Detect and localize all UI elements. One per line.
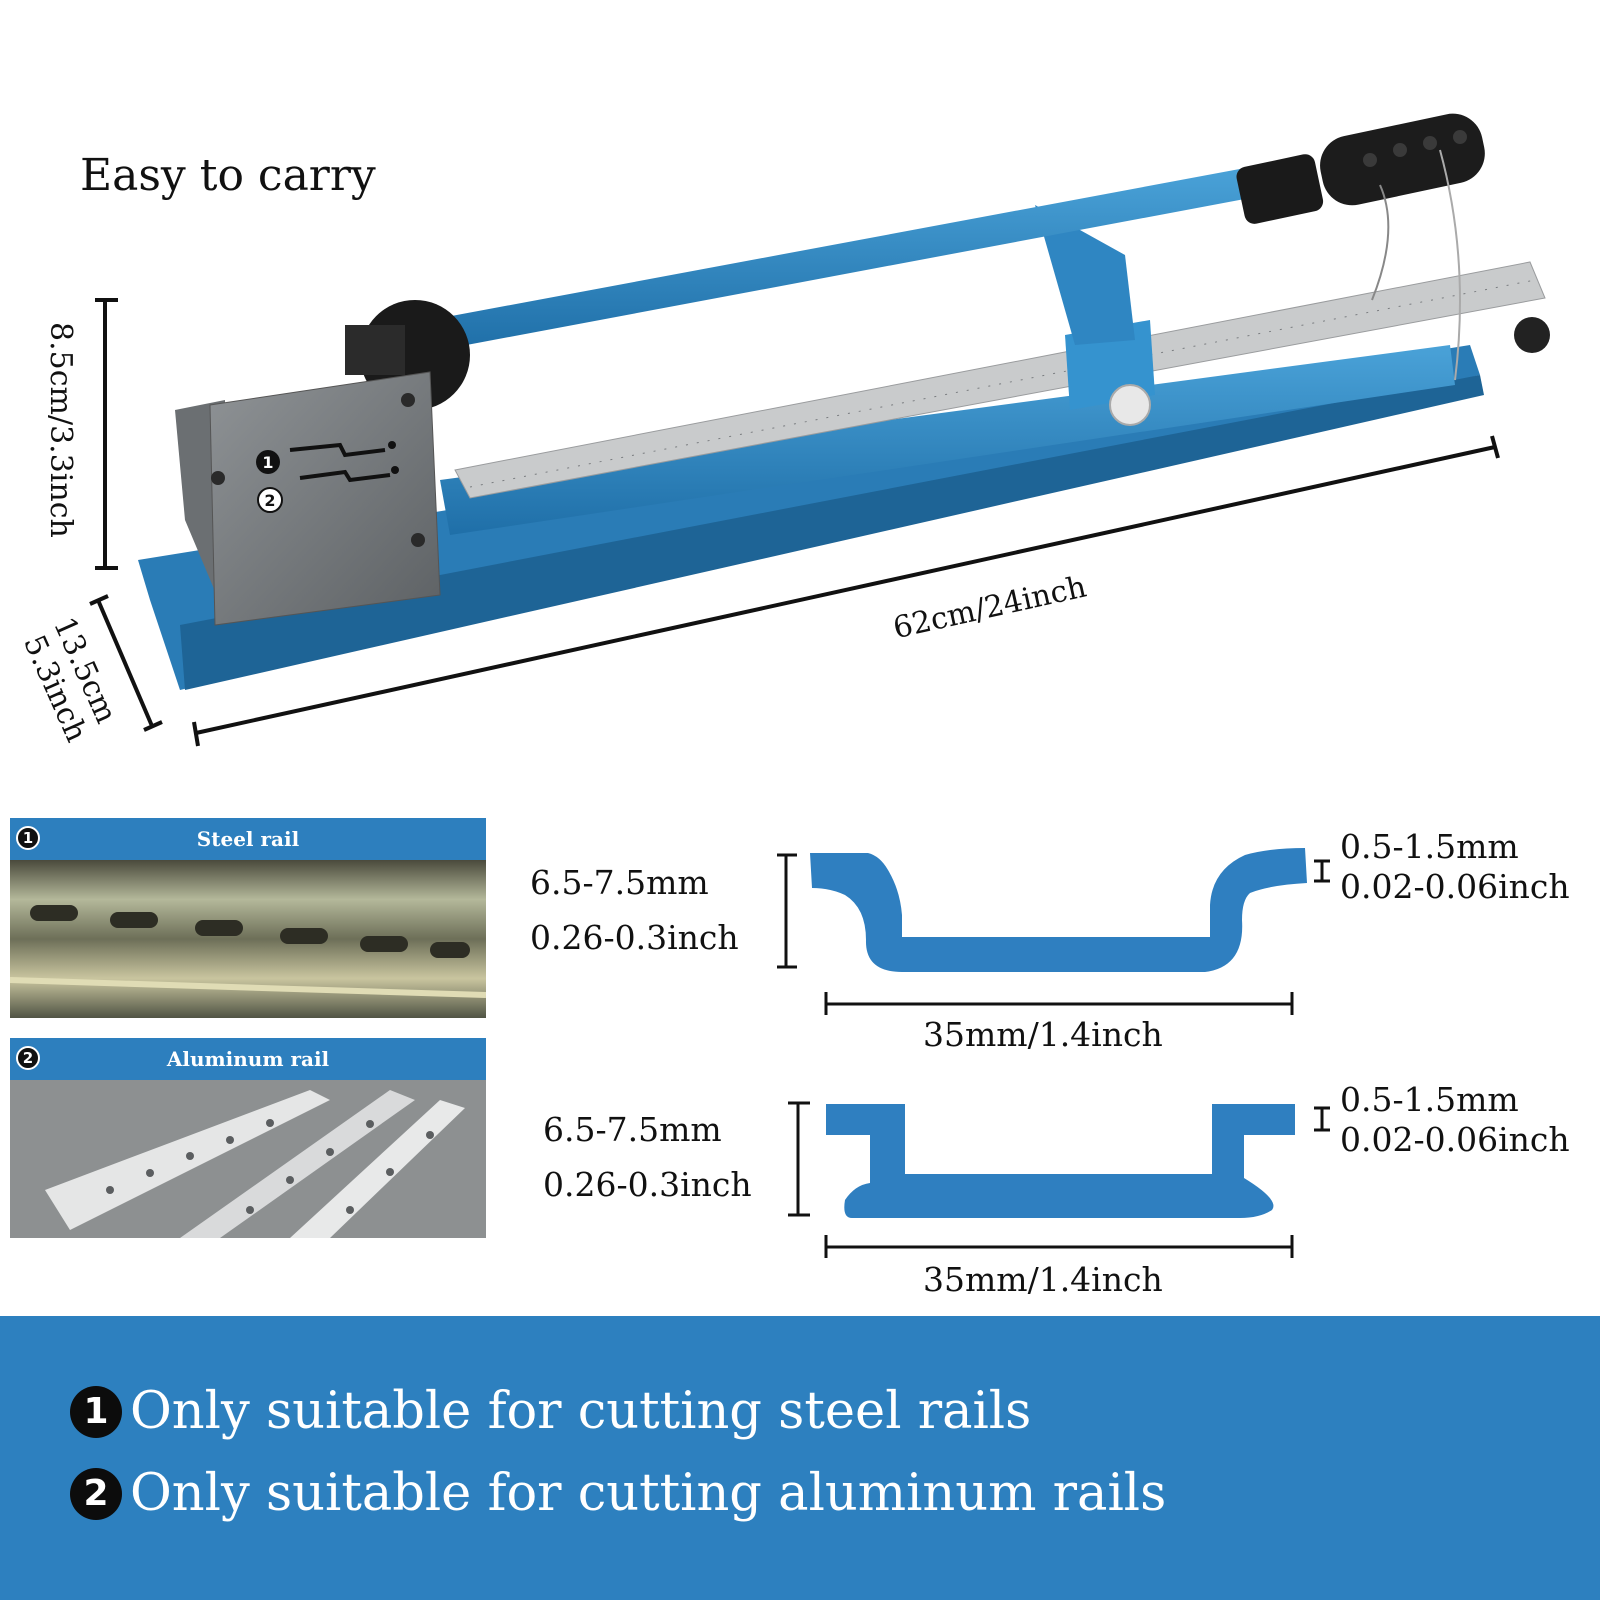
profile-1-height-inch: 0.26-0.3inch — [530, 918, 739, 957]
profile-1-thickness-mm: 0.5-1.5mm — [1340, 827, 1519, 866]
note-aluminum-text: Only suitable for cutting aluminum rails — [130, 1464, 1167, 1523]
handle-grip — [1320, 113, 1485, 206]
profile-2-height: 6.5-7.5mm 0.26-0.3inch — [543, 1102, 752, 1212]
note-aluminum-number: 2 — [70, 1467, 122, 1520]
headline: Easy to carry — [80, 150, 376, 201]
aluminum-rail-number: 2 — [16, 1046, 40, 1070]
handle-bracket — [1035, 205, 1135, 345]
profile-1-thickness: 0.5-1.5mm 0.02-0.06inch — [1340, 827, 1570, 907]
profile-1-height-mm: 6.5-7.5mm — [530, 863, 709, 902]
aluminum-rail-profile — [826, 1104, 1295, 1218]
steel-rail-label: Steel rail — [196, 827, 300, 851]
base-plate-front — [180, 375, 1484, 690]
die-mark-1: 1 — [256, 450, 280, 474]
profile-2-thickness-mm: 0.5-1.5mm — [1340, 1080, 1519, 1119]
cutter-head — [209, 371, 441, 626]
note-steel-text: Only suitable for cutting steel rails — [130, 1382, 1032, 1441]
stop-knob — [1109, 384, 1151, 426]
steel-rail-number: 1 — [16, 826, 40, 850]
die-mark-1-label: 1 — [262, 453, 273, 472]
rail-cutter-illustration: 1 2 — [89, 113, 1550, 747]
die-mark-2: 2 — [257, 487, 283, 513]
profile-2-thickness-inch: 0.02-0.06inch — [1340, 1120, 1570, 1159]
grip-bumps — [1363, 130, 1467, 167]
notes-band: 1 Only suitable for cutting steel rails … — [0, 1316, 1600, 1600]
note-aluminum: 2 Only suitable for cutting aluminum rai… — [70, 1464, 1166, 1523]
ruler — [454, 261, 1546, 499]
profile-1-width: 35mm/1.4inch — [923, 1015, 1163, 1054]
profile-diagrams — [777, 848, 1330, 1258]
width-dimension-line — [89, 594, 163, 732]
height-dimension-line — [95, 298, 118, 570]
profile-1-thickness-inch: 0.02-0.06inch — [1340, 867, 1570, 906]
note-steel: 1 Only suitable for cutting steel rails — [70, 1382, 1031, 1441]
steel-rail-profile — [810, 848, 1307, 972]
profile-2-width: 35mm/1.4inch — [923, 1260, 1163, 1299]
rail-channel — [440, 345, 1455, 535]
profile-2-height-inch: 0.26-0.3inch — [543, 1165, 752, 1204]
aluminum-rail-header: 2 Aluminum rail — [10, 1038, 486, 1080]
aluminum-rail-image — [10, 1080, 486, 1238]
die-mark-2-label: 2 — [264, 491, 275, 510]
handle-collar — [1236, 154, 1324, 224]
steel-rail-photo: 1 Steel rail — [10, 818, 486, 1018]
length-dimension-line — [192, 435, 1500, 747]
pivot-mount — [345, 325, 405, 375]
note-steel-number: 1 — [70, 1385, 122, 1438]
steel-rail-image — [10, 860, 486, 1018]
handle-arm — [430, 168, 1250, 350]
profile-1-height: 6.5-7.5mm 0.26-0.3inch — [530, 855, 739, 965]
aluminum-rail-label: Aluminum rail — [166, 1047, 330, 1071]
aluminum-rail-photo: 2 Aluminum rail — [10, 1038, 486, 1238]
profile-2-thickness: 0.5-1.5mm 0.02-0.06inch — [1340, 1080, 1570, 1160]
end-foot — [1514, 317, 1550, 353]
steel-rail-header: 1 Steel rail — [10, 818, 486, 860]
profile-2-height-mm: 6.5-7.5mm — [543, 1110, 722, 1149]
hanging-wire — [1371, 184, 1390, 301]
